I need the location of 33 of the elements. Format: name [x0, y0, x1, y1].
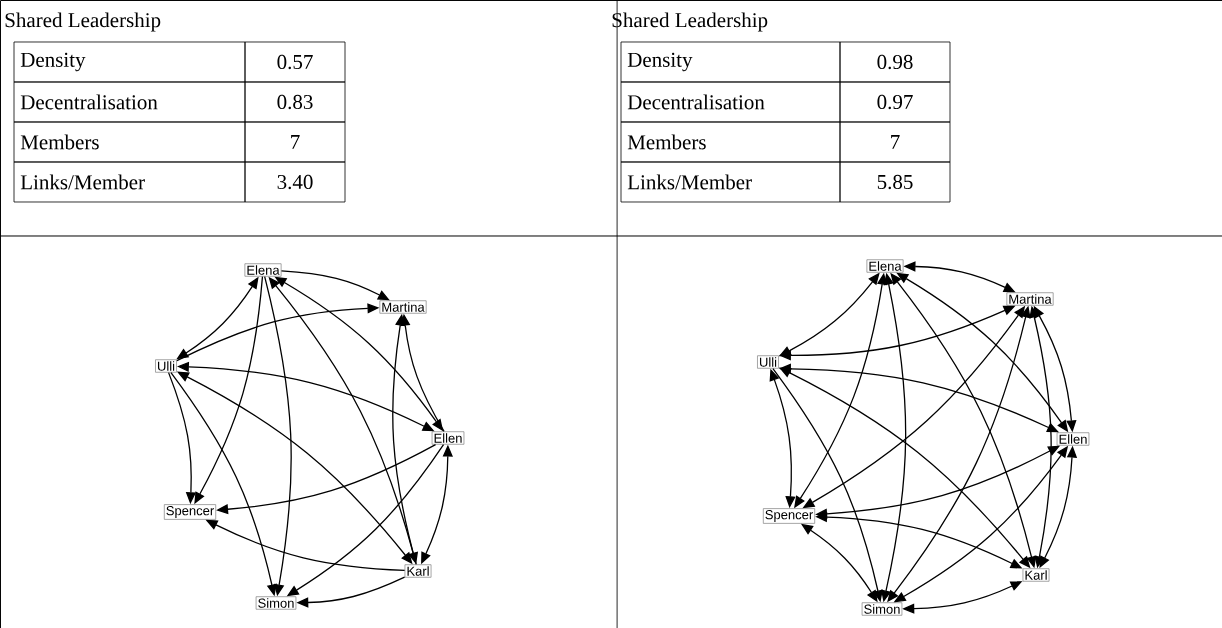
table-cell: Members	[13, 121, 246, 163]
table-cell: Density	[620, 41, 841, 83]
table-cell: 0.98	[839, 41, 951, 83]
name-box: Karl	[1022, 568, 1050, 582]
table-title: Shared Leadership	[612, 12, 768, 32]
table-title: Shared Leadership	[5, 12, 161, 32]
name-box: Elena	[244, 263, 282, 277]
table-cell: Decentralisation	[13, 81, 246, 123]
table-cell: 0.83	[244, 81, 346, 123]
table-cell: Decentralisation	[620, 81, 841, 123]
name-box: Ulli	[757, 355, 779, 369]
name-box: Spencer	[762, 508, 816, 524]
arrow	[280, 270, 390, 301]
table-cell: 0.97	[839, 81, 951, 123]
name-box: Ellen	[431, 431, 465, 445]
table-cell: 3.40	[244, 161, 346, 203]
name-box: Martina	[379, 300, 427, 314]
name-box: Simon	[255, 596, 297, 610]
table-cell: Links/Member	[620, 161, 841, 203]
name-box: Elena	[866, 259, 904, 273]
name-box: Karl	[404, 564, 432, 578]
name-box: Martina	[1006, 292, 1054, 306]
table-cell: 7	[839, 121, 951, 163]
name-box: Ellen	[1056, 432, 1090, 446]
table-cell: 0.57	[244, 41, 346, 83]
name-box: Simon	[861, 602, 903, 616]
table-cell: 5.85	[839, 161, 951, 203]
table-cell: Members	[620, 121, 841, 163]
table-cell: 7	[244, 121, 346, 163]
table-cell: Links/Member	[13, 161, 246, 203]
name-box: Spencer	[163, 504, 217, 520]
table-cell: Density	[13, 41, 246, 83]
name-box: Ulli	[155, 359, 177, 373]
